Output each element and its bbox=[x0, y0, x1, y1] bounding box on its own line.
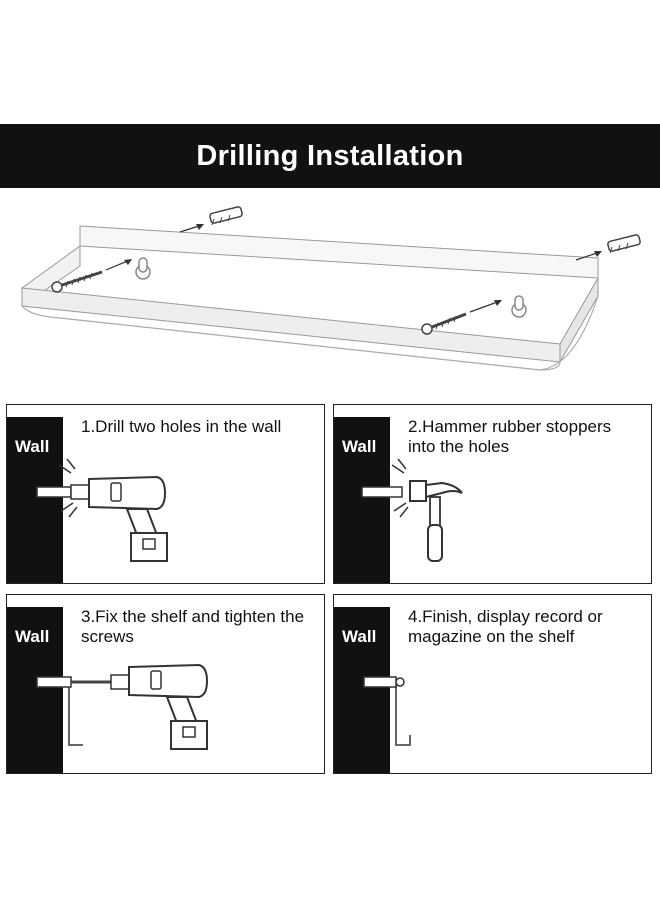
shelf-icon bbox=[21, 206, 641, 371]
step-panel-3: Wall 3.Fix the shelf and tighten the scr… bbox=[6, 594, 325, 774]
step-text: 4.Finish, display record or magazine on … bbox=[408, 607, 603, 646]
drill-icon bbox=[36, 663, 209, 750]
wall-label: Wall bbox=[15, 437, 50, 456]
wall: Wall bbox=[7, 607, 63, 773]
rubber-stopper-icon bbox=[209, 206, 243, 226]
step-text: 1.Drill two holes in the wall bbox=[81, 417, 282, 436]
step-panel-1: Wall 1.Drill two holes in the wall bbox=[6, 404, 325, 584]
wall-label: Wall bbox=[342, 627, 377, 646]
screw-icon bbox=[421, 312, 467, 335]
title-banner: Drilling Installation bbox=[0, 124, 660, 188]
wall-label: Wall bbox=[342, 437, 377, 456]
wall: Wall bbox=[334, 607, 390, 773]
step-text: 3.Fix the shelf and tighten the screws bbox=[81, 607, 305, 646]
step-panel-2: Wall 2.Hammer rubber stoppers into the h… bbox=[333, 404, 652, 584]
wall: Wall bbox=[7, 417, 63, 583]
shelf-illustration bbox=[0, 192, 660, 388]
wall-label: Wall bbox=[15, 627, 50, 646]
screw-icon bbox=[51, 270, 103, 293]
drill-icon bbox=[36, 458, 168, 562]
page-title: Drilling Installation bbox=[196, 139, 464, 172]
step-text: 2.Hammer rubber stoppers into the holes bbox=[408, 417, 612, 456]
step-panel-4: Wall 4.Finish, display record or magazin… bbox=[333, 594, 652, 774]
hammer-icon bbox=[361, 458, 463, 562]
rubber-stopper-icon bbox=[607, 234, 641, 254]
keyhole-icon bbox=[511, 295, 527, 318]
wall: Wall bbox=[334, 417, 390, 583]
shelf-icon bbox=[363, 676, 411, 746]
keyhole-icon bbox=[135, 257, 151, 280]
